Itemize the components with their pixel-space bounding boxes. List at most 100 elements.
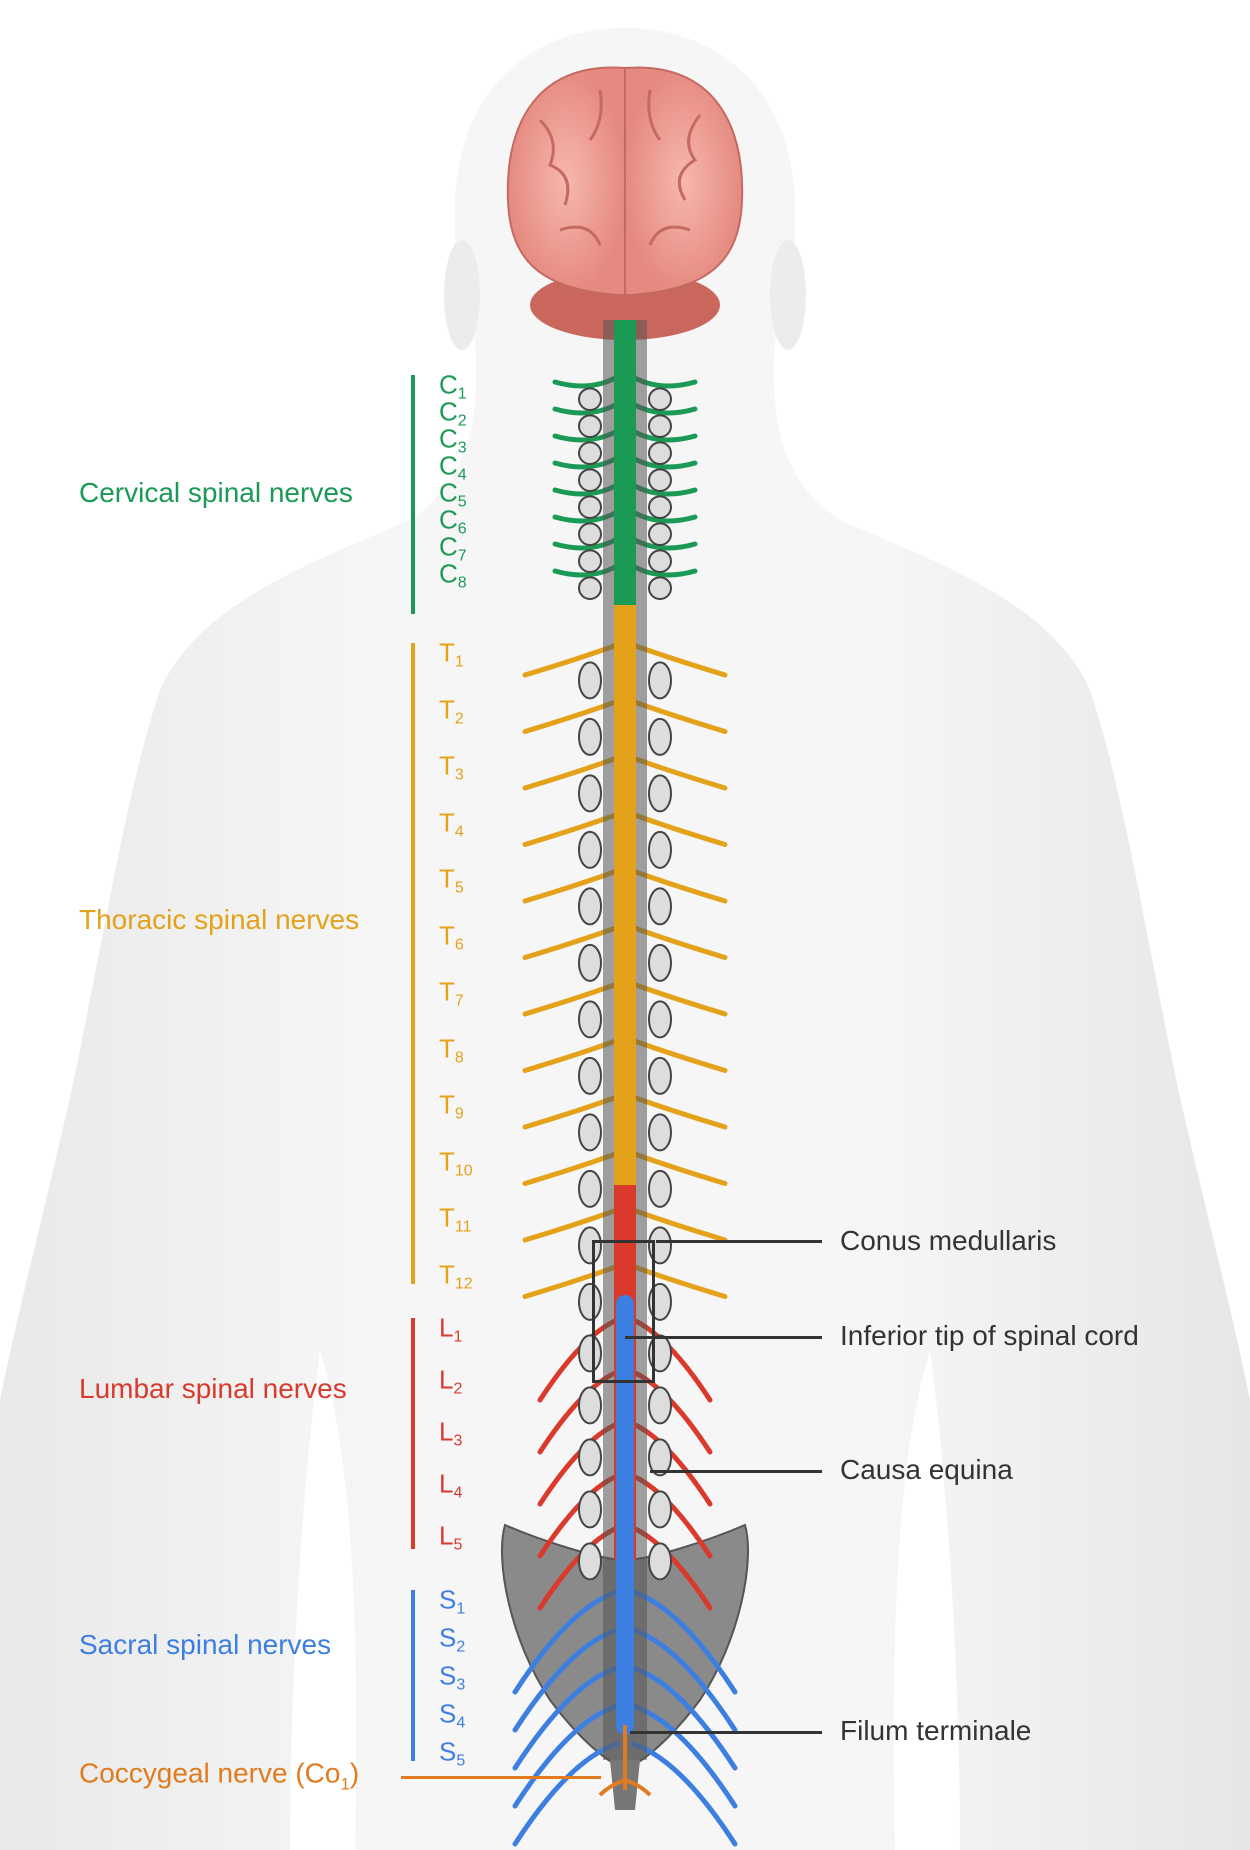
coccygeal-close: ) [349, 1757, 360, 1789]
vertebra-T3 [648, 774, 672, 813]
vertebra-T2 [578, 717, 602, 756]
vertebra-C2 [648, 414, 672, 438]
vertebra-T4 [578, 830, 602, 869]
vertebra-C3 [648, 441, 672, 465]
cauda-leader [650, 1470, 822, 1473]
level-label-T3: T3 [439, 750, 464, 784]
level-label-C4: C4 [439, 450, 467, 484]
inferior-tip-label: Inferior tip of spinal cord [840, 1320, 1139, 1351]
level-label-T2: T2 [439, 694, 464, 727]
thoracic-label: Thoracic spinal nerves [79, 904, 360, 935]
coccygeal-sub: 1 [340, 1774, 350, 1794]
vertebra-T3 [578, 774, 602, 813]
vertebra-L1 [578, 1334, 602, 1373]
vertebra-C1 [648, 387, 672, 411]
brain [506, 66, 744, 340]
lumbar-label: Lumbar spinal nerves [79, 1373, 347, 1404]
vertebra-C3 [578, 441, 602, 465]
filum-terminale-label: Filum terminale [840, 1715, 1032, 1746]
level-label-T4: T4 [439, 807, 464, 840]
vertebra-C8 [578, 576, 602, 600]
coccygeal-nerve [598, 1725, 652, 1797]
level-label-C2: C2 [439, 396, 467, 430]
coccygeal-label: Coccygeal nerve (Co1) [79, 1758, 359, 1795]
filum-leader [630, 1731, 822, 1734]
vertebra-T7 [578, 1000, 602, 1039]
level-label-T12: T12 [439, 1259, 473, 1292]
level-label-T7: T7 [439, 976, 464, 1010]
level-label-T8: T8 [439, 1033, 464, 1066]
vertebra-T6 [648, 943, 672, 982]
vertebra-T7 [648, 1000, 672, 1039]
vertebra-C6 [578, 522, 602, 546]
level-label-T5: T5 [439, 863, 464, 897]
vertebra-T9 [578, 1113, 602, 1152]
vertebra-L4 [648, 1490, 672, 1529]
vertebra-C5 [578, 495, 602, 519]
vertebra-T8 [578, 1056, 602, 1095]
level-label-S4: S4 [439, 1698, 466, 1732]
vertebra-C7 [648, 549, 672, 573]
level-label-T11: T11 [439, 1202, 472, 1236]
conus-leader [656, 1240, 822, 1243]
level-label-C1: C1 [439, 369, 467, 403]
vertebra-L2 [578, 1386, 602, 1425]
level-label-S2: S2 [439, 1622, 466, 1656]
vertebra-L4 [578, 1490, 602, 1529]
level-label-L3: L3 [439, 1416, 463, 1450]
cervical-bracket [411, 375, 415, 614]
vertebra-T12 [578, 1282, 602, 1321]
level-label-T1: T1 [439, 637, 464, 671]
vertebra-T5 [648, 887, 672, 926]
vertebra-C4 [578, 468, 602, 492]
level-label-T10: T10 [439, 1146, 473, 1179]
vertebra-L5 [578, 1542, 602, 1581]
conus-medullaris-label: Conus medullaris [840, 1225, 1057, 1256]
level-label-S1: S1 [439, 1584, 466, 1618]
level-label-L4: L4 [439, 1468, 463, 1502]
vertebra-C7 [578, 549, 602, 573]
coccygeal-leader [401, 1776, 601, 1779]
right-ear [770, 240, 806, 350]
cauda-equina [616, 1295, 634, 1735]
sacral-label: Sacral spinal nerves [79, 1629, 332, 1660]
cauda-equina-label: Causa equina [840, 1454, 1013, 1485]
vertebra-C6 [648, 522, 672, 546]
level-label-T9: T9 [439, 1089, 464, 1123]
vertebra-T5 [578, 887, 602, 926]
spinal-cord-cervical [614, 320, 636, 605]
spinal-cord-thoracic [614, 605, 636, 1185]
vertebra-T4 [648, 830, 672, 869]
vertebra-C8 [648, 576, 672, 600]
sacral-bracket [411, 1590, 415, 1761]
level-label-C3: C3 [439, 423, 467, 457]
vertebra-L5 [648, 1542, 672, 1581]
level-label-C6: C6 [439, 504, 467, 538]
level-label-T6: T6 [439, 920, 464, 953]
vertebra-L2 [648, 1386, 672, 1425]
vertebra-T8 [648, 1056, 672, 1095]
level-label-L2: L2 [439, 1364, 463, 1398]
cervical-label: Cervical spinal nerves [79, 477, 353, 508]
vertebra-T10 [648, 1169, 672, 1208]
level-label-L1: L1 [439, 1312, 463, 1346]
vertebra-T2 [648, 717, 672, 756]
level-label-L5: L5 [439, 1520, 463, 1554]
tip-leader [625, 1336, 822, 1339]
vertebra-C5 [648, 495, 672, 519]
vertebra-C1 [578, 387, 602, 411]
vertebra-T10 [578, 1169, 602, 1208]
vertebra-T11 [578, 1226, 602, 1265]
vertebra-T1 [648, 661, 672, 700]
level-label-S3: S3 [439, 1660, 466, 1694]
level-label-C7: C7 [439, 531, 467, 565]
vertebra-C4 [648, 468, 672, 492]
level-label-C5: C5 [439, 477, 467, 511]
vertebra-T9 [648, 1113, 672, 1152]
vertebra-T1 [578, 661, 602, 700]
vertebra-T6 [578, 943, 602, 982]
conus-box [592, 1240, 655, 1383]
vertebra-L3 [578, 1438, 602, 1477]
